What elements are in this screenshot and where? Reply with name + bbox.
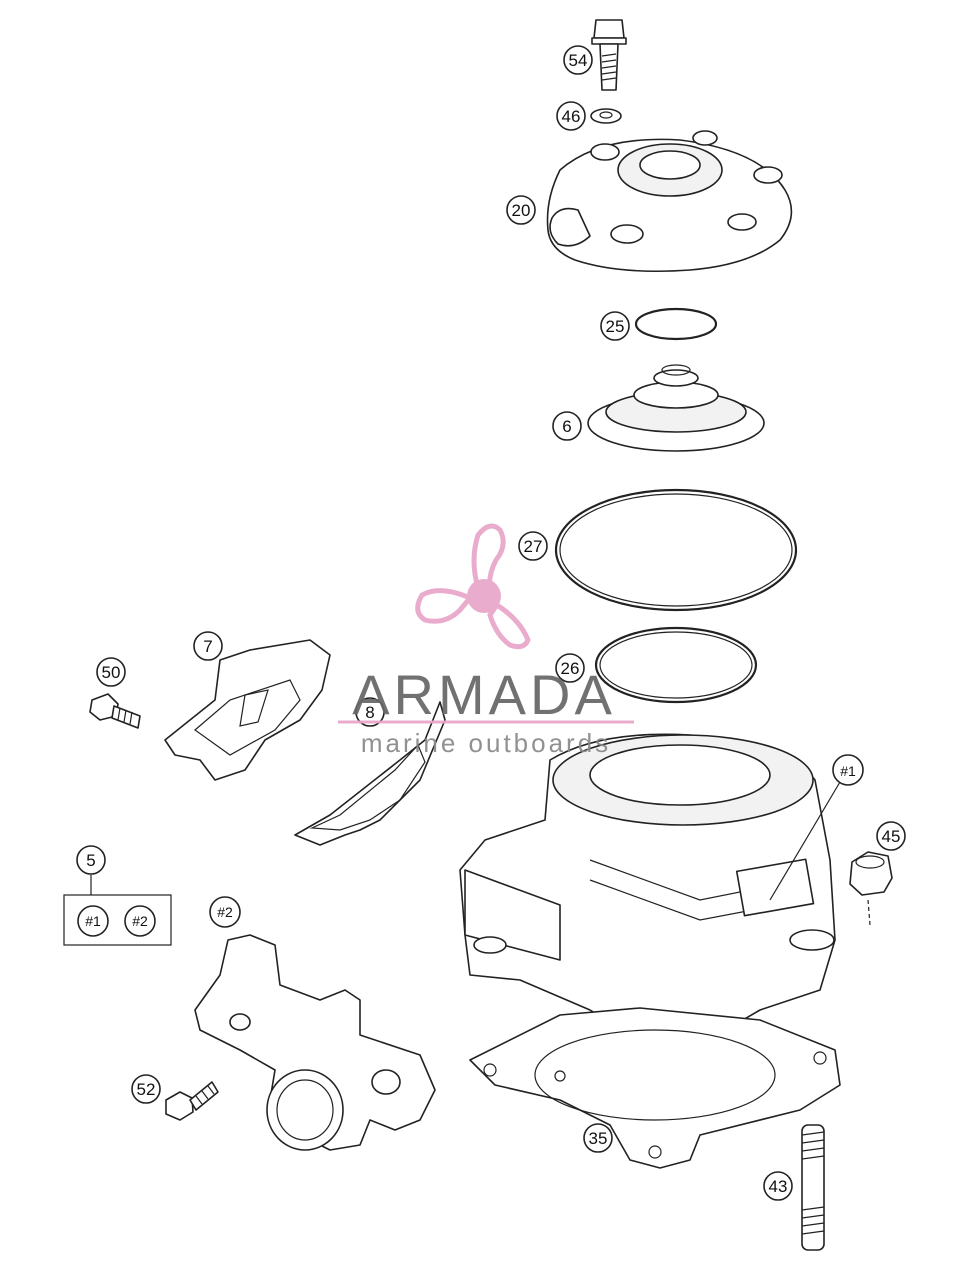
svg-text:25: 25	[606, 317, 625, 336]
svg-text:43: 43	[769, 1177, 788, 1196]
leader-line-1	[769, 781, 841, 901]
svg-text:8: 8	[365, 703, 374, 722]
svg-text:50: 50	[102, 663, 121, 682]
callout-46: 46	[556, 101, 586, 131]
callout-43: 43	[763, 1171, 793, 1201]
watermark-title: ARMADA	[352, 663, 616, 726]
svg-text:#2: #2	[217, 904, 233, 920]
watermark-subtitle: marine outboards	[361, 728, 611, 758]
svg-text:#2: #2	[132, 913, 148, 929]
callout-27: 27	[518, 531, 548, 561]
svg-text:54: 54	[569, 51, 588, 70]
svg-text:5: 5	[86, 851, 95, 870]
part-35-base-gasket	[469, 1007, 841, 1169]
part-7-intake-flange	[164, 639, 331, 781]
part-52-bolt	[165, 1081, 219, 1121]
svg-text:6: 6	[562, 417, 571, 436]
svg-text:46: 46	[562, 107, 581, 126]
part-5-kit-box	[63, 875, 172, 946]
callout-2: #2	[209, 896, 241, 928]
callout-25: 25	[600, 311, 630, 341]
callout-20: 20	[506, 195, 536, 225]
part-45-nut	[849, 851, 893, 926]
callout-52: 52	[131, 1074, 161, 1104]
part-25-o-ring	[634, 307, 718, 341]
svg-text:#1: #1	[840, 763, 856, 779]
part-2-intake-manifold	[194, 934, 436, 1151]
part-20-cylinder-head	[546, 130, 793, 273]
svg-text:7: 7	[203, 637, 212, 656]
callouts: 54 46 20 25 6 27 26 7	[76, 45, 906, 1201]
part-27-o-ring	[554, 488, 798, 612]
part-50-bolt	[89, 693, 141, 729]
callout-8: 8	[355, 697, 385, 727]
part-6-head-insert	[587, 364, 765, 452]
svg-text:45: 45	[882, 827, 901, 846]
part-26-o-ring	[594, 626, 758, 704]
svg-text:27: 27	[524, 537, 543, 556]
callout-54: 54	[563, 45, 593, 75]
callout-26: 26	[555, 653, 585, 683]
part-8-gasket	[294, 701, 446, 846]
svg-text:52: 52	[137, 1080, 156, 1099]
part-54-bolt	[591, 19, 627, 91]
callout-5-kit-2: #2	[124, 905, 156, 937]
svg-text:26: 26	[561, 659, 580, 678]
callout-5-kit-1: #1	[77, 905, 109, 937]
part-1-cylinder	[459, 733, 836, 1046]
callout-7: 7	[193, 631, 223, 661]
propeller-logo-icon	[415, 523, 531, 650]
svg-text:35: 35	[589, 1129, 608, 1148]
part-46-washer	[590, 108, 622, 124]
watermark: ARMADA marine outboards	[338, 523, 634, 758]
callout-50: 50	[96, 657, 126, 687]
svg-text:#1: #1	[85, 913, 101, 929]
callout-35: 35	[583, 1123, 613, 1153]
part-43-stud	[801, 1124, 825, 1251]
callout-5: 5	[76, 845, 106, 875]
callout-6: 6	[552, 411, 582, 441]
callout-1: #1	[832, 754, 864, 786]
svg-text:20: 20	[512, 201, 531, 220]
callout-45: 45	[876, 821, 906, 851]
